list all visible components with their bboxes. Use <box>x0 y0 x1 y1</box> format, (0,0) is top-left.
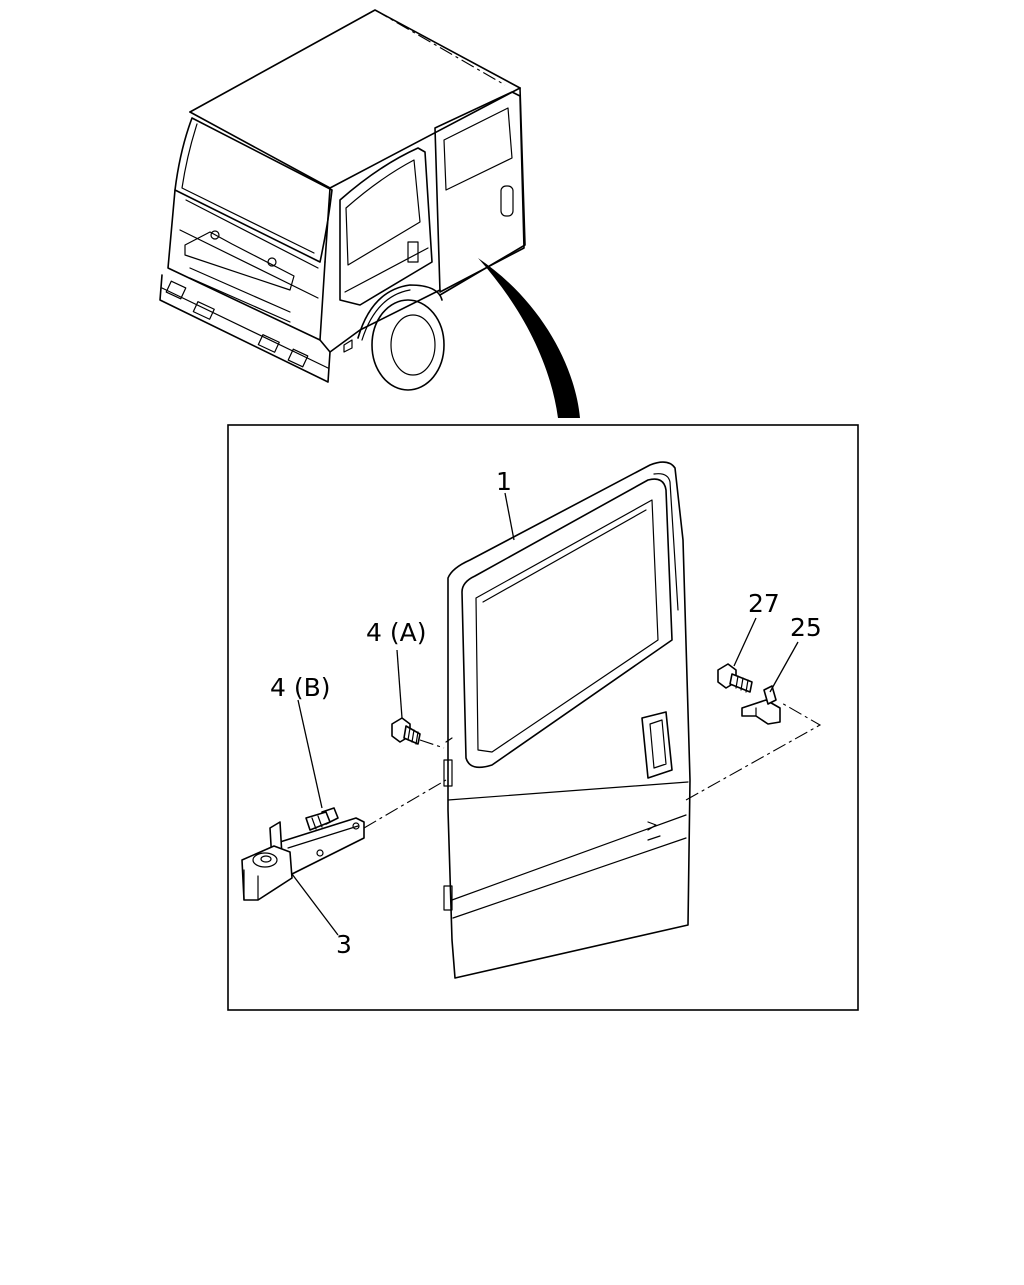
callout-hinge: 3 <box>336 930 352 959</box>
callout-bolt-4a: 4 (A) <box>366 618 426 647</box>
hinge-assembly <box>241 807 365 901</box>
bolt-4a <box>391 717 421 745</box>
rear-door-panel <box>443 461 691 979</box>
callout-bolt-27: 27 <box>748 589 780 618</box>
callout-bolt-4b: 4 (B) <box>270 673 331 702</box>
callout-door: 1 <box>496 467 512 496</box>
truck-overview <box>159 9 580 418</box>
callout-striker-25: 25 <box>790 613 822 642</box>
detail-frame <box>227 424 859 1011</box>
striker-bracket-25 <box>741 685 781 725</box>
bolt-27 <box>717 663 753 693</box>
